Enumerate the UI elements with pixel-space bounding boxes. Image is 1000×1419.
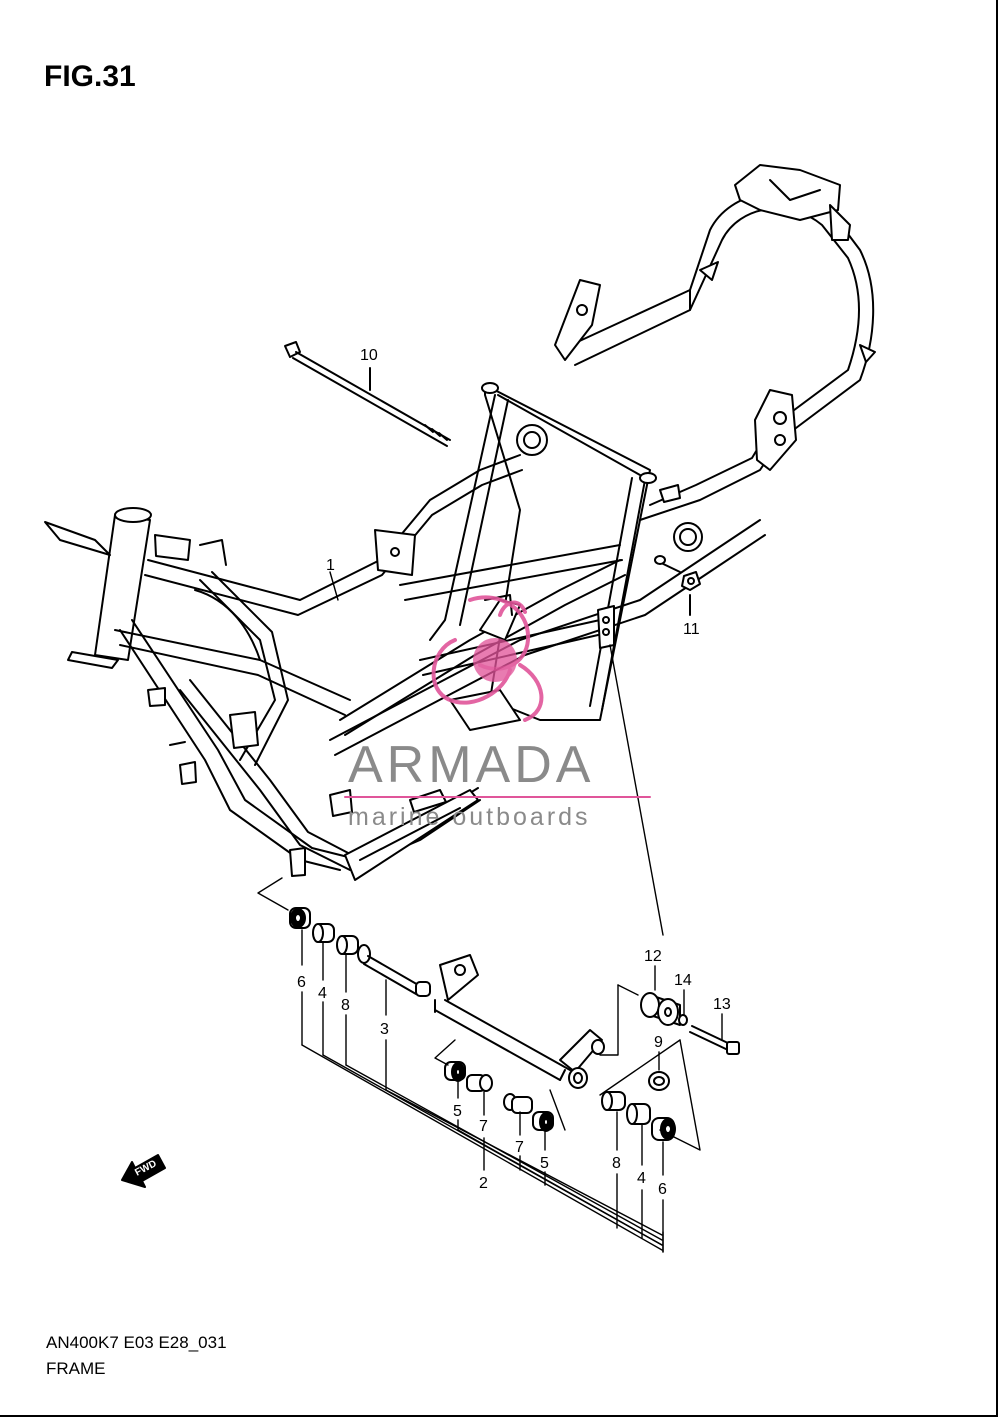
callout-4-right: 4 [637, 1170, 646, 1187]
callout-8-right: 8 [612, 1155, 621, 1172]
callout-12: 12 [644, 948, 662, 965]
watermark-brand: ARMADA [348, 736, 594, 794]
nut-part-11 [654, 555, 701, 616]
callout-6-right: 6 [658, 1181, 667, 1198]
figure-code: AN400K7 E03 E28_031 [46, 1333, 227, 1352]
lower-middle-bushings [503, 1093, 554, 1132]
callout-8-left: 8 [341, 997, 350, 1014]
watermark: ARMADA marine outboards [344, 595, 651, 831]
watermark-logo-icon [431, 595, 544, 722]
callout-6-left: 6 [297, 974, 306, 991]
callout-5-right: 5 [540, 1155, 549, 1172]
callout-11: 11 [683, 621, 700, 638]
callout-4-left: 4 [318, 985, 327, 1002]
left-bushing-stack [289, 907, 431, 997]
leader-lines [257, 571, 723, 1253]
callout-7-left: 7 [479, 1118, 488, 1135]
lower-left-bushings [444, 1061, 493, 1092]
watermark-tagline: marine outboards [348, 803, 591, 831]
callout-5-left: 5 [453, 1103, 462, 1120]
callout-14: 14 [674, 972, 692, 989]
rear-mount-parts [640, 992, 740, 1091]
callout-7-right: 7 [515, 1139, 524, 1156]
engine-mount-bracket-part-2 [434, 954, 605, 1089]
callout-3: 3 [380, 1021, 389, 1038]
fwd-arrow-icon: FWD [121, 1154, 166, 1188]
main-frame [44, 164, 876, 881]
callout-1: 1 [326, 557, 335, 574]
callout-13: 13 [713, 996, 731, 1013]
frame-bolt-part-10 [284, 341, 451, 447]
callout-labels: 1 2 3 4 4 5 5 6 6 7 7 8 8 9 10 11 12 13 … [297, 347, 731, 1198]
figure-name: FRAME [46, 1359, 106, 1378]
callout-9: 9 [654, 1034, 663, 1051]
figure-title: FIG.31 [44, 60, 136, 93]
callout-2: 2 [479, 1175, 488, 1192]
callout-10: 10 [360, 347, 378, 364]
right-bushing-stack [601, 1091, 676, 1141]
